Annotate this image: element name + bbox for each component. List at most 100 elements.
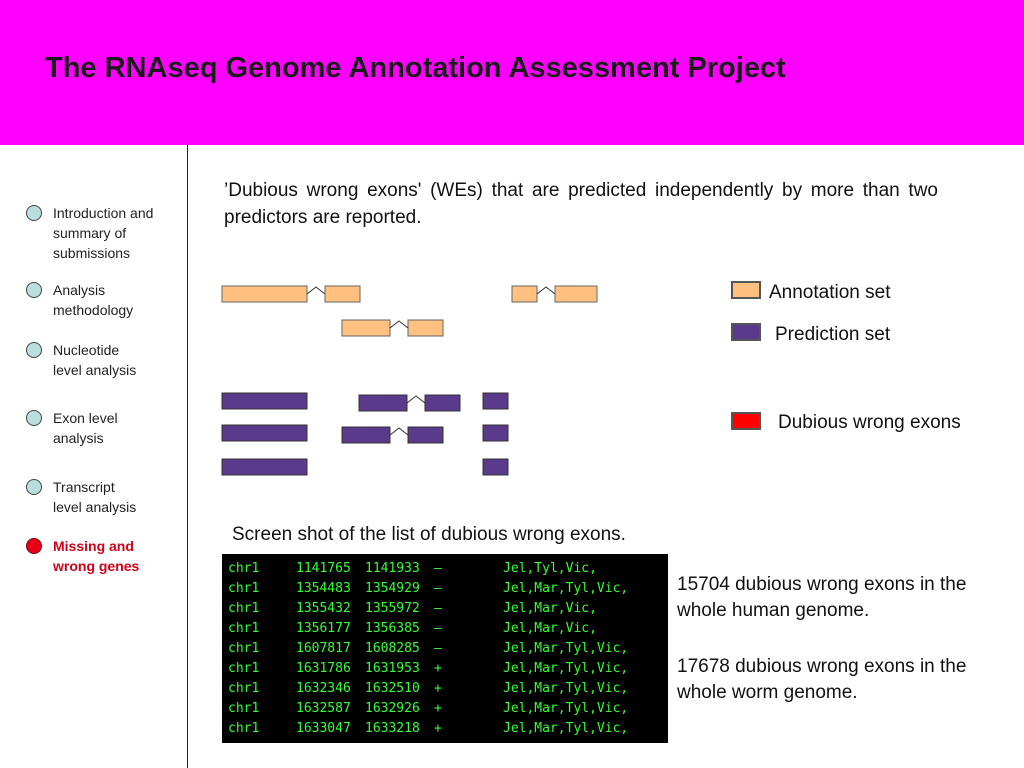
- intron-connector: [406, 395, 426, 404]
- terminal-row: chr1 1631786 1631953 + Jel,Mar,Tyl,Vic,: [228, 659, 668, 679]
- prediction-exon: [221, 458, 308, 476]
- row-end: 1632926: [365, 701, 420, 716]
- annotation-exon: [554, 285, 598, 303]
- annotation-set-label: Annotation set: [769, 282, 891, 303]
- row-start: 1356177: [296, 621, 351, 636]
- dubious-wrong-exons-label: Dubious wrong exons: [778, 412, 961, 433]
- nav-item-label: Transcript level analysis: [53, 479, 137, 515]
- nav-bullet-icon: [26, 282, 42, 298]
- row-start: 1633047: [296, 721, 351, 736]
- row-chr: chr1: [228, 621, 260, 636]
- row-end: 1633218: [365, 721, 420, 736]
- row-end: 1631953: [365, 661, 420, 676]
- row-strand: –: [434, 561, 442, 576]
- row-strand: +: [434, 701, 442, 716]
- row-predictors: Jel,Tyl,Vic,: [503, 561, 597, 576]
- nav-bullet-active-icon: [26, 538, 42, 554]
- nav-item-label: Analysis methodology: [53, 282, 134, 318]
- prediction-exon: [221, 424, 308, 442]
- row-end: 1356385: [365, 621, 420, 636]
- row-chr: chr1: [228, 721, 260, 736]
- row-strand: –: [434, 581, 442, 596]
- row-end: 1354929: [365, 581, 420, 596]
- row-chr: chr1: [228, 661, 260, 676]
- nav-item-label: Missing and wrong genes: [53, 538, 140, 574]
- prediction-set-swatch: [731, 323, 761, 341]
- annotation-exon: [324, 285, 361, 303]
- terminal-row: chr1 1355432 1355972 – Jel,Mar,Vic,: [228, 599, 668, 619]
- intron-connector: [306, 286, 326, 295]
- row-strand: –: [434, 601, 442, 616]
- header-banner: The RNAseq Genome Annotation Assessment …: [0, 0, 1024, 145]
- sidebar-divider: [187, 145, 188, 768]
- row-chr: chr1: [228, 641, 260, 656]
- row-end: 1141933: [365, 561, 420, 576]
- row-start: 1632346: [296, 681, 351, 696]
- prediction-exon: [358, 394, 408, 412]
- annotation-set-swatch: [731, 281, 761, 299]
- terminal-row: chr1 1633047 1633218 + Jel,Mar,Tyl,Vic,: [228, 719, 668, 739]
- terminal-row: chr1 1354483 1354929 – Jel,Mar,Tyl,Vic,: [228, 579, 668, 599]
- row-predictors: Jel,Mar,Vic,: [503, 621, 597, 636]
- prediction-set-label: Prediction set: [775, 324, 891, 345]
- row-end: 1355972: [365, 601, 420, 616]
- terminal-row: chr1 1632587 1632926 + Jel,Mar,Tyl,Vic,: [228, 699, 668, 719]
- terminal-row: chr1 1356177 1356385 – Jel,Mar,Vic,: [228, 619, 668, 639]
- row-chr: chr1: [228, 561, 260, 576]
- row-chr: chr1: [228, 701, 260, 716]
- annotation-exon: [407, 319, 444, 337]
- intron-connector: [536, 286, 556, 295]
- row-start: 1631786: [296, 661, 351, 676]
- row-start: 1354483: [296, 581, 351, 596]
- prediction-exon: [341, 426, 391, 444]
- row-strand: +: [434, 721, 442, 736]
- prediction-exon: [482, 424, 509, 442]
- row-start: 1632587: [296, 701, 351, 716]
- terminal-row: chr1 1141765 1141933 – Jel,Tyl,Vic,: [228, 559, 668, 579]
- nav-bullet-icon: [26, 410, 42, 426]
- prediction-exon: [482, 458, 509, 476]
- intro-text: ’Dubious wrong exons' (WEs) that are pre…: [224, 180, 938, 228]
- prediction-exon: [424, 394, 461, 412]
- row-end: 1632510: [365, 681, 420, 696]
- annotation-exon: [511, 285, 538, 303]
- row-start: 1607817: [296, 641, 351, 656]
- row-predictors: Jel,Mar,Tyl,Vic,: [503, 721, 629, 736]
- row-predictors: Jel,Mar,Tyl,Vic,: [503, 581, 629, 596]
- terminal-screenshot: chr1 1141765 1141933 – Jel,Tyl,Vic, chr1…: [222, 554, 668, 743]
- nav-bullet-icon: [26, 342, 42, 358]
- row-strand: +: [434, 661, 442, 676]
- terminal-row: chr1 1632346 1632510 + Jel,Mar,Tyl,Vic,: [228, 679, 668, 699]
- intron-connector: [389, 427, 409, 436]
- worm-genome-stat: 17678 dubious wrong exons in the whole w…: [677, 656, 967, 703]
- row-strand: –: [434, 621, 442, 636]
- row-strand: –: [434, 641, 442, 656]
- human-genome-stat: 15704 dubious wrong exons in the whole h…: [677, 574, 967, 621]
- nav-bullet-icon: [26, 205, 42, 221]
- row-start: 1141765: [296, 561, 351, 576]
- annotation-exon: [341, 319, 391, 337]
- row-predictors: Jel,Mar,Tyl,Vic,: [503, 661, 629, 676]
- row-predictors: Jel,Mar,Tyl,Vic,: [503, 681, 629, 696]
- terminal-row: chr1 1607817 1608285 – Jel,Mar,Tyl,Vic,: [228, 639, 668, 659]
- nav-item-label: Introduction and summary of submissions: [53, 205, 154, 261]
- row-chr: chr1: [228, 601, 260, 616]
- row-predictors: Jel,Mar,Tyl,Vic,: [503, 701, 629, 716]
- row-chr: chr1: [228, 581, 260, 596]
- row-end: 1608285: [365, 641, 420, 656]
- row-predictors: Jel,Mar,Tyl,Vic,: [503, 641, 629, 656]
- page-title: The RNAseq Genome Annotation Assessment …: [45, 52, 786, 84]
- prediction-exon: [221, 392, 308, 410]
- nav-bullet-icon: [26, 479, 42, 495]
- screenshot-caption: Screen shot of the list of dubious wrong…: [232, 524, 626, 545]
- row-strand: +: [434, 681, 442, 696]
- row-chr: chr1: [228, 681, 260, 696]
- prediction-exon: [407, 426, 444, 444]
- dubious-wrong-exons-swatch: [731, 412, 761, 430]
- row-predictors: Jel,Mar,Vic,: [503, 601, 597, 616]
- intron-connector: [389, 320, 409, 329]
- nav-item-label: Nucleotide level analysis: [53, 342, 137, 378]
- annotation-exon: [221, 285, 308, 303]
- nav-item-label: Exon level analysis: [53, 410, 118, 446]
- prediction-exon: [482, 392, 509, 410]
